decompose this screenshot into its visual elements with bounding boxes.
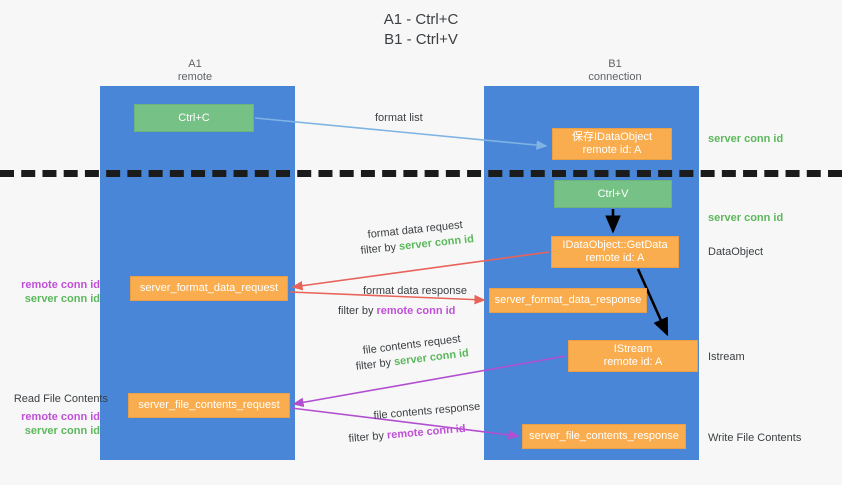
column-header-a1: A1 remote	[130, 58, 260, 84]
column-header-b1: B1 connection	[540, 58, 690, 84]
node-file-contents-response-label: server_file_contents_response	[529, 430, 679, 442]
node-server-file-contents-response[interactable]: server_file_contents_response	[522, 424, 686, 449]
node-idataobject[interactable]: 保存IDataObject remote id: A	[552, 128, 672, 160]
title-line-1: A1 - Ctrl+C	[383, 11, 459, 28]
node-istream-sub: remote id: A	[603, 356, 663, 368]
column-a1-name: A1	[188, 58, 202, 70]
node-idataobject-sub: remote id: A	[582, 144, 642, 156]
node-format-data-response-label: server_format_data_response	[494, 294, 642, 306]
node-idataobject-label: 保存IDataObject	[571, 131, 653, 143]
label-format-data-response-filter: filter by remote conn id	[338, 304, 455, 319]
node-idataobject-getdata[interactable]: IDataObject::GetData remote id: A	[551, 236, 679, 268]
title-line-2: B1 - Ctrl+V	[384, 31, 458, 48]
node-istream-label: IStream	[613, 343, 653, 355]
side-label-remote-conn-id-1: remote conn id	[21, 279, 100, 291]
node-ctrl-c[interactable]: Ctrl+C	[134, 104, 254, 132]
label-format-list: format list	[375, 112, 423, 124]
filter-value-remote-conn-id: remote conn id	[376, 305, 456, 317]
side-label-conn-ids-file: remote conn id server conn id	[8, 410, 100, 438]
page-title: A1 - Ctrl+C B1 - Ctrl+V	[0, 10, 842, 50]
side-label-read-file-contents: Read File Contents	[13, 393, 108, 405]
phase-separator	[0, 170, 842, 177]
side-label-server-conn-id-second: server conn id	[708, 212, 784, 224]
node-getdata-label: IDataObject::GetData	[562, 239, 668, 251]
column-b1-role: connection	[588, 71, 642, 83]
side-label-istream: Istream	[708, 351, 745, 363]
node-server-file-contents-request[interactable]: server_file_contents_request	[128, 393, 290, 418]
side-label-server-conn-id-top: server conn id	[708, 133, 784, 145]
node-file-contents-request-label: server_file_contents_request	[138, 399, 280, 411]
column-b1-name: B1	[608, 58, 622, 70]
filter-value-remote-conn-id: remote conn id	[386, 422, 467, 442]
side-label-conn-ids-format: remote conn id server conn id	[8, 278, 100, 306]
label-file-contents-response-filter: filter by remote conn id	[348, 422, 466, 447]
filter-prefix: filter by	[360, 241, 397, 257]
node-ctrl-v-label: Ctrl+V	[597, 187, 629, 200]
node-server-format-data-response[interactable]: server_format_data_response	[489, 288, 647, 313]
node-server-format-data-request[interactable]: server_format_data_request	[130, 276, 288, 301]
side-label-server-conn-id-1: server conn id	[24, 293, 100, 305]
node-ctrl-c-label: Ctrl+C	[178, 111, 210, 124]
filter-prefix: filter by	[348, 429, 385, 445]
side-label-dataobject: DataObject	[708, 246, 764, 258]
node-ctrl-v[interactable]: Ctrl+V	[554, 180, 672, 208]
filter-prefix: filter by	[355, 356, 392, 373]
side-label-write-file-contents: Write File Contents	[708, 432, 802, 444]
column-a1-role: remote	[177, 71, 213, 83]
label-file-contents-response: file contents response	[373, 400, 481, 422]
node-istream[interactable]: IStream remote id: A	[568, 340, 698, 372]
side-label-remote-conn-id-2: remote conn id	[21, 411, 100, 423]
label-format-data-response: format data response	[363, 285, 467, 297]
filter-prefix: filter by	[338, 305, 374, 317]
node-format-data-request-label: server_format_data_request	[139, 282, 279, 294]
node-getdata-sub: remote id: A	[585, 252, 645, 264]
side-label-server-conn-id-2: server conn id	[24, 425, 100, 437]
